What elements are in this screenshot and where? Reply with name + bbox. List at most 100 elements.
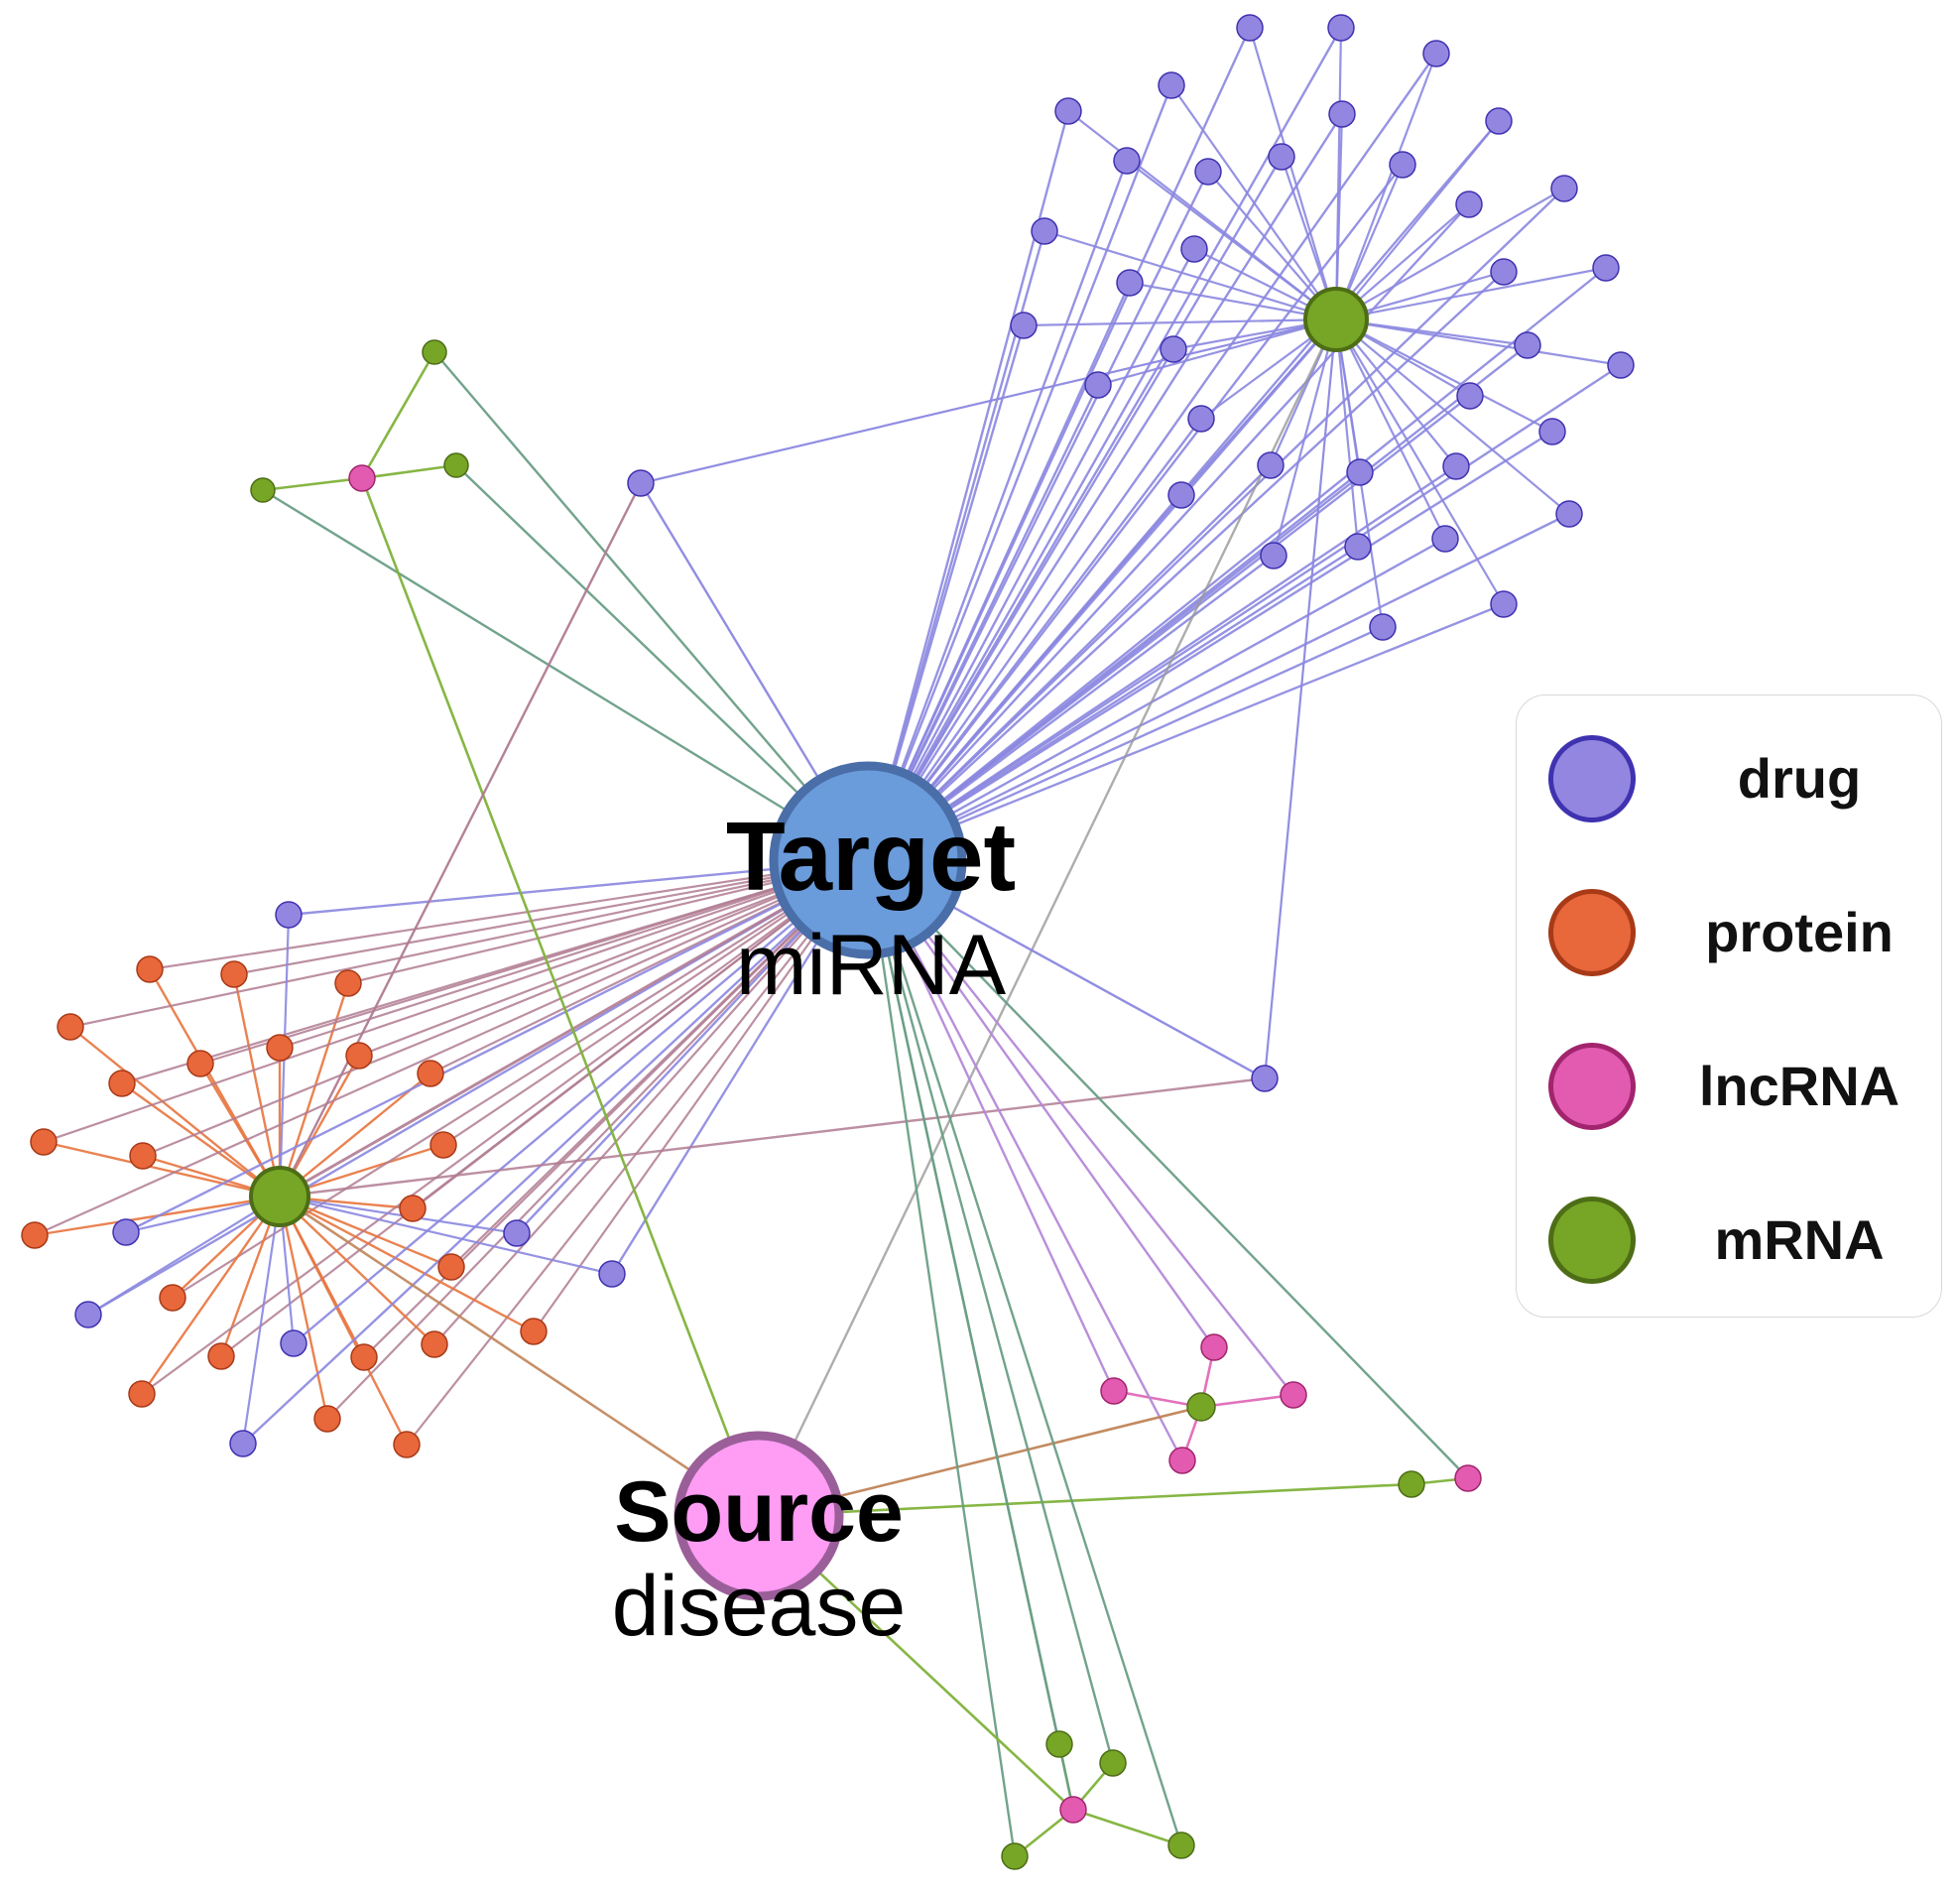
edge [279, 1195, 535, 1333]
drug-node[interactable] [74, 1301, 102, 1328]
drug-node[interactable] [1167, 481, 1195, 509]
drug-node[interactable] [1555, 500, 1583, 528]
protein-node[interactable] [186, 1050, 214, 1077]
protein-node[interactable] [350, 1343, 378, 1371]
lncrna-node[interactable] [1280, 1381, 1307, 1409]
protein-node[interactable] [129, 1142, 157, 1170]
protein-node[interactable] [429, 1131, 457, 1159]
mrna-node[interactable] [1099, 1749, 1127, 1777]
edge [1335, 317, 1622, 367]
protein-node[interactable] [159, 1284, 186, 1312]
drug-node[interactable] [1490, 590, 1518, 618]
protein-node[interactable] [417, 1060, 444, 1087]
lncrna-node[interactable] [1100, 1377, 1128, 1405]
mrna-node[interactable] [1045, 1730, 1073, 1758]
edge [1334, 318, 1360, 548]
protein-node[interactable] [57, 1013, 84, 1041]
drug-node[interactable] [1456, 382, 1484, 410]
edge [43, 1140, 281, 1199]
lncrna-node[interactable] [1200, 1333, 1228, 1361]
drug-node[interactable] [1455, 190, 1483, 218]
drug-node[interactable] [1180, 235, 1208, 263]
protein-node[interactable] [220, 960, 248, 988]
mrna-node[interactable] [422, 339, 447, 365]
edge [1023, 317, 1337, 327]
mrna-node[interactable] [250, 477, 276, 503]
protein-node[interactable] [207, 1342, 235, 1370]
protein-node[interactable] [313, 1405, 341, 1433]
drug-node[interactable] [229, 1430, 257, 1457]
protein-node[interactable] [399, 1195, 427, 1222]
edge [1272, 318, 1338, 557]
drug-node[interactable] [1084, 371, 1112, 399]
drug-node[interactable] [1485, 107, 1513, 135]
drug-node[interactable] [1538, 418, 1566, 445]
lncrna-node[interactable] [1168, 1447, 1196, 1474]
legend-item-lncrna: lncRNA [1517, 1033, 1941, 1142]
edge [866, 318, 1338, 861]
lncrna-node[interactable] [1059, 1796, 1087, 1824]
protein-node[interactable] [421, 1330, 448, 1358]
drug-node[interactable] [1389, 151, 1416, 179]
drug-node[interactable] [275, 901, 303, 929]
protein-node[interactable] [108, 1070, 136, 1097]
drug-node[interactable] [1346, 458, 1374, 486]
drug-node[interactable] [1268, 143, 1295, 171]
edge [867, 602, 1505, 862]
drug-node[interactable] [1236, 14, 1264, 42]
drug-node[interactable] [1010, 312, 1038, 339]
drug-node[interactable] [627, 469, 655, 497]
drug-node[interactable] [1369, 613, 1397, 641]
mrna-node[interactable] [1167, 1831, 1195, 1859]
drug-node[interactable] [1251, 1065, 1279, 1092]
protein-node[interactable] [334, 969, 362, 997]
protein-node[interactable] [136, 955, 164, 983]
drug-node[interactable] [1550, 175, 1578, 202]
protein-node[interactable] [30, 1128, 58, 1156]
drug-node[interactable] [598, 1260, 626, 1288]
drug-node[interactable] [1194, 158, 1222, 186]
hub-target-mirna[interactable]: Target miRNA [726, 761, 1016, 1013]
drug-node[interactable] [503, 1219, 531, 1247]
protein-node[interactable] [437, 1253, 465, 1281]
mrna-node[interactable] [1398, 1470, 1425, 1498]
drug-node[interactable] [1607, 351, 1635, 379]
drug-node[interactable] [1031, 217, 1058, 245]
mrna-hub-node[interactable] [249, 1166, 310, 1227]
protein-node[interactable] [520, 1318, 548, 1345]
hub-source-disease[interactable]: Source disease [612, 1431, 906, 1654]
lncrna-node[interactable] [1454, 1464, 1482, 1492]
drug-node[interactable] [1328, 100, 1356, 128]
edge [149, 858, 869, 971]
mrna-node[interactable] [1001, 1842, 1029, 1870]
drug-node[interactable] [1054, 97, 1082, 125]
drug-node[interactable] [1344, 533, 1372, 561]
drug-node[interactable] [1442, 452, 1470, 480]
mrna-hub-node[interactable] [1303, 287, 1369, 352]
protein-node[interactable] [393, 1431, 421, 1458]
edge [867, 859, 1469, 1479]
mrna-node[interactable] [1186, 1392, 1216, 1422]
drug-node[interactable] [1422, 40, 1450, 67]
drug-node[interactable] [1257, 451, 1285, 479]
drug-node[interactable] [280, 1329, 307, 1357]
drug-node[interactable] [1490, 258, 1518, 286]
drug-node[interactable] [1431, 525, 1459, 553]
drug-node[interactable] [112, 1218, 140, 1246]
protein-node[interactable] [345, 1042, 373, 1070]
protein-node[interactable] [266, 1034, 294, 1062]
drug-node[interactable] [1113, 147, 1141, 175]
drug-node[interactable] [1160, 335, 1187, 363]
drug-node[interactable] [1260, 542, 1287, 569]
drug-node[interactable] [1592, 254, 1620, 282]
drug-node[interactable] [1514, 331, 1541, 359]
protein-node[interactable] [128, 1380, 156, 1408]
mrna-node[interactable] [443, 452, 469, 478]
drug-node[interactable] [1116, 269, 1144, 297]
drug-node[interactable] [1187, 405, 1215, 433]
drug-node[interactable] [1158, 71, 1185, 99]
drug-node[interactable] [1327, 14, 1355, 42]
lncrna-node[interactable] [348, 464, 376, 492]
edge [1129, 281, 1337, 321]
protein-node[interactable] [21, 1221, 49, 1249]
